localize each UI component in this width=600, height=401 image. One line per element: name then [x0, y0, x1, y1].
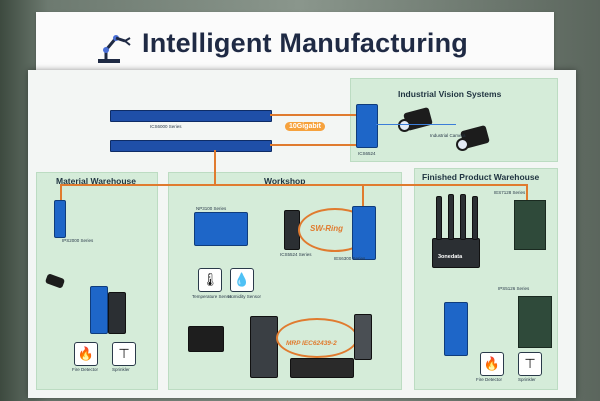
backbone-link-top — [270, 114, 356, 116]
router-antenna-2 — [448, 194, 454, 240]
workshop-drop — [362, 184, 364, 206]
material-sensor-1: Fire Detector — [72, 367, 99, 372]
sprinkler-icon: ⊤ — [112, 342, 136, 366]
core-switch-top — [110, 110, 272, 122]
material-rack-switch — [90, 286, 108, 334]
finished-switch-top — [514, 200, 546, 250]
workshop-gateway — [194, 212, 248, 246]
backbone-link-vertical — [214, 150, 216, 184]
vision-camera-link — [376, 124, 456, 125]
uplink-badge: 10Gigabit — [285, 122, 325, 131]
backbone-link-bottom — [270, 144, 356, 146]
router-antenna-1 — [436, 196, 442, 240]
workshop-monitor — [188, 326, 224, 352]
material-title: Material Warehouse — [56, 176, 136, 186]
finished-switch-mid — [444, 302, 468, 356]
humidity-sensor-icon: 💧 — [230, 268, 254, 292]
material-router — [108, 292, 126, 334]
finished-drop — [526, 184, 528, 200]
finished-title: Finished Product Warehouse — [422, 172, 540, 182]
core-switch-label: ICS6000 Series — [150, 124, 182, 129]
router-antenna-3 — [460, 194, 466, 240]
page-title: Intelligent Manufacturing — [142, 28, 468, 58]
workshop-switch-label-2: IES6300 Series — [334, 256, 366, 261]
temperature-sensor-icon: 🌡 — [198, 268, 222, 292]
robot-arm-icon — [98, 35, 131, 63]
backbone-link-horizontal — [60, 184, 526, 186]
workshop-switch-label-1: ICS5524 Series — [280, 252, 312, 257]
finished-switch-right — [518, 296, 552, 348]
finished-switch-label-1: IES7128 Series — [494, 190, 526, 195]
vision-title: Industrial Vision Systems — [398, 89, 502, 99]
material-switch — [54, 200, 66, 238]
sw-ring-label: SW-Ring — [310, 224, 344, 233]
workshop-gateway-label: NP3100 Series — [196, 206, 227, 211]
header-sign — [36, 12, 554, 74]
material-sensor-2: Sprinkler — [112, 367, 130, 372]
finished-sensor-1: Fire Detector — [476, 377, 503, 382]
finished-router — [432, 238, 480, 268]
camera-lens-2 — [456, 138, 469, 151]
router-brand: 3onedata — [438, 254, 463, 260]
workshop-switch-right — [354, 314, 372, 360]
workshop-switch-large — [250, 316, 278, 378]
finished-switch-label-2: IPS5126 Series — [498, 286, 530, 291]
vision-switch — [356, 104, 378, 148]
workshop-sensor-2: Humidity Sensor — [228, 294, 262, 299]
mrp-label: MRP IEC62439-2 — [286, 340, 337, 347]
fire-detector-icon: 🔥 — [74, 342, 98, 366]
workshop-switch-ring — [352, 206, 376, 260]
workshop-plc-rack — [290, 358, 354, 378]
workshop-sensor-1: Temperature Sensor — [192, 294, 233, 299]
finished-sprinkler-icon: ⊤ — [518, 352, 542, 376]
material-drop — [60, 184, 62, 200]
finished-sensor-2: Sprinkler — [518, 377, 536, 382]
finished-fire-detector-icon: 🔥 — [480, 352, 504, 376]
camera-label: Industrial Camera — [430, 133, 466, 138]
vision-switch-label: ICS6524 — [358, 151, 376, 156]
workshop-title: Workshop — [264, 176, 306, 186]
mrp-ring — [276, 318, 358, 358]
zone-vision — [350, 78, 558, 162]
material-switch-label: IPS2000 Series — [62, 238, 94, 243]
core-switch-bottom — [110, 140, 272, 152]
camera-lens-1 — [398, 119, 411, 132]
router-antenna-4 — [472, 196, 478, 240]
